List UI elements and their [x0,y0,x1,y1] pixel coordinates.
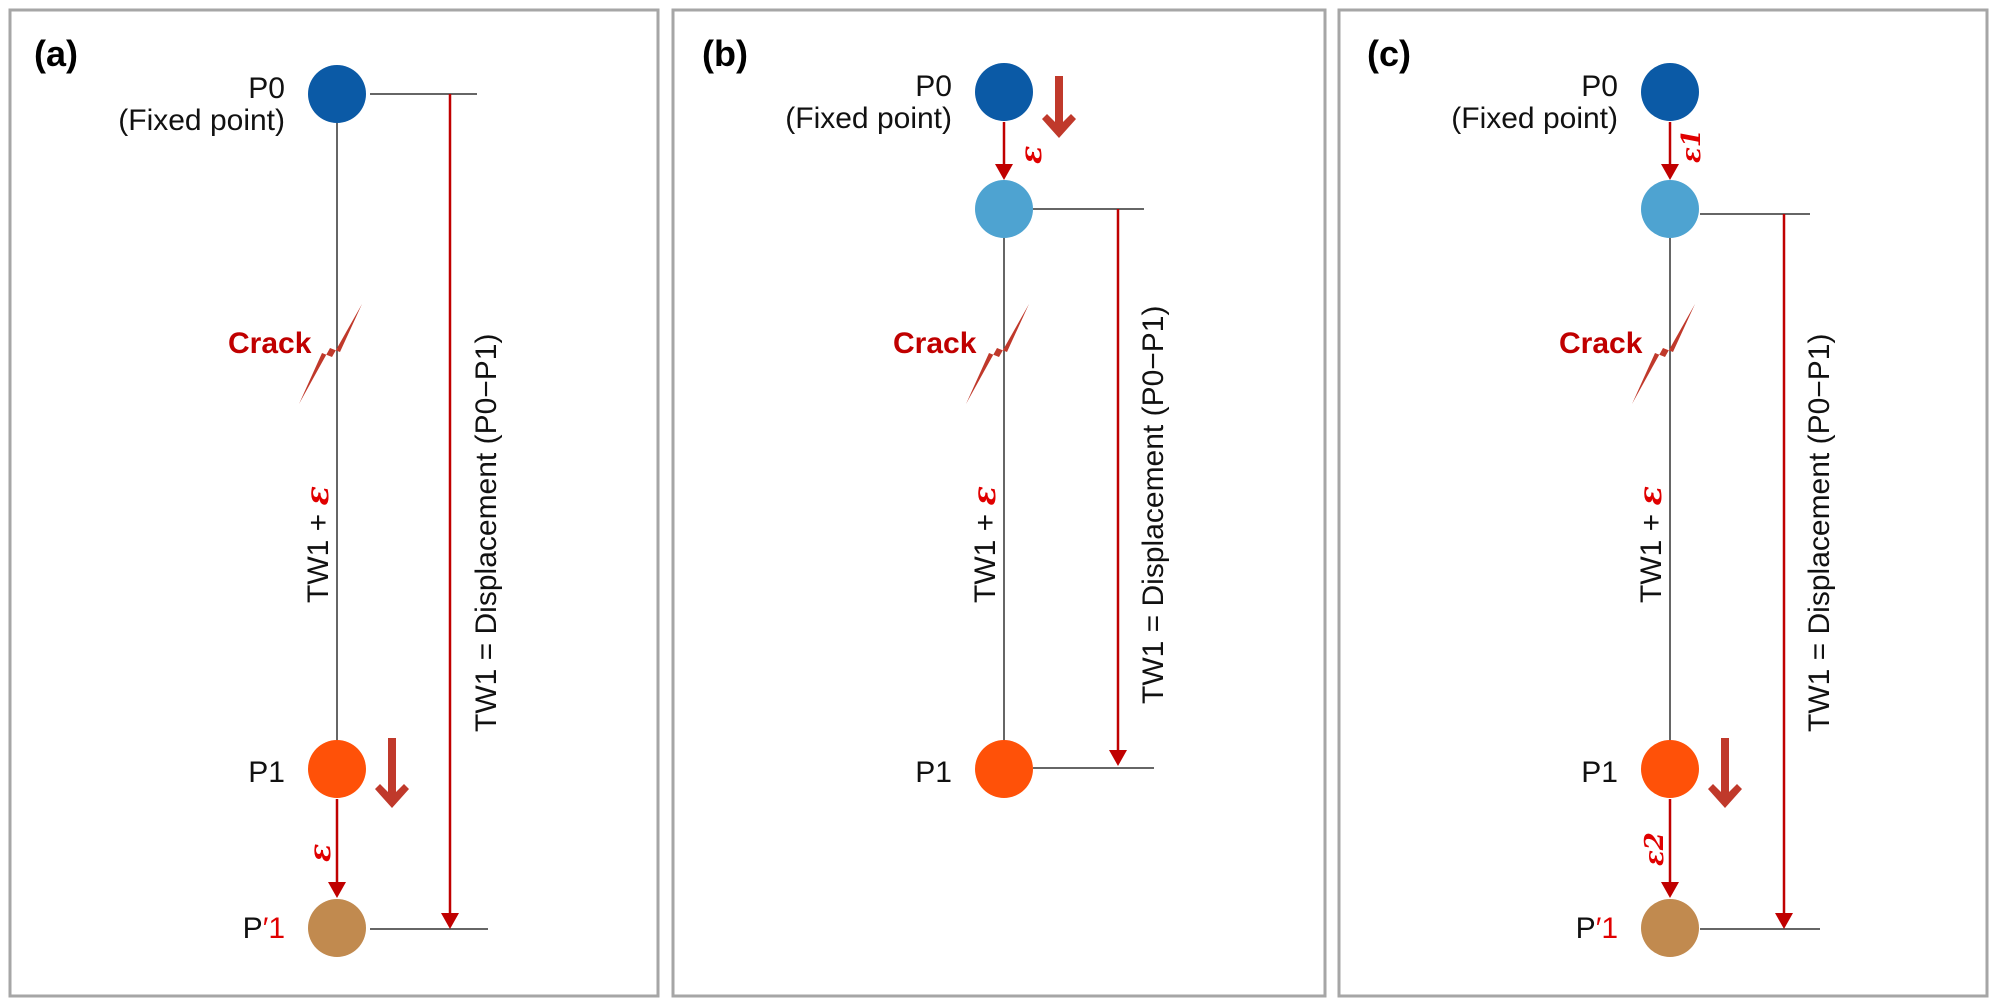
panel-b: (b) ε P0 (Fixed point) Crack TW1 + ε [671,8,1327,998]
displacement-label-group: TW1 = Displacement (P0−P1) [1803,334,1836,732]
panel-a: (a) P0 (Fixed point) Crack TW1 + ε TW1 =… [8,8,660,998]
epsilon-arrowhead [995,164,1013,180]
move-down-arrow-icon [375,738,409,808]
p0-sublabel: (Fixed point) [785,102,952,135]
p1-prime-point [1641,899,1699,957]
p1-point [308,740,366,798]
lightning-crack-icon [299,304,362,404]
p1-label: P1 [915,756,952,789]
p1-label: P1 [248,756,285,789]
tw-label-group: TW1 + ε [965,486,1003,603]
p1-prime-label: P′1 [1576,912,1618,945]
panel-frame [8,8,660,998]
p0-moved-point [975,180,1033,238]
p1-label: P1 [1581,756,1618,789]
panel-tag: (a) [34,33,78,74]
displacement-label: TW1 = Displacement (P0−P1) [1137,306,1170,704]
p0-sublabel: (Fixed point) [1451,102,1618,135]
move-down-arrow-icon [1708,738,1742,808]
p0-label: P0 [248,72,285,105]
epsilon-1-label-group: ε1 [1677,129,1707,163]
epsilon-1-arrowhead [1661,164,1679,180]
p1-prime-label: P′1 [243,912,285,945]
displacement-arrowhead [1775,913,1793,929]
tw-label-group: TW1 + ε [1631,486,1669,603]
epsilon-label: ε [303,844,338,862]
displacement-label-group: TW1 = Displacement (P0−P1) [470,334,503,732]
tw-label: TW1 + ε [965,486,1003,603]
displacement-arrowhead [1109,750,1127,766]
crack-label: Crack [228,327,312,360]
crack-label: Crack [1559,327,1643,360]
lightning-crack-icon [1632,304,1695,404]
displacement-label-group: TW1 = Displacement (P0−P1) [1137,306,1170,704]
p0-point [308,65,366,123]
epsilon-label: ε [1014,146,1049,164]
epsilon-2-label: ε2 [1640,832,1670,866]
panel-tag: (b) [702,33,748,74]
tw-label: TW1 + ε [1631,486,1669,603]
epsilon-1-label: ε1 [1677,129,1707,163]
tw-label-group: TW1 + ε [298,486,336,603]
p0-sublabel: (Fixed point) [118,104,285,137]
move-down-arrow-icon [1042,76,1076,138]
epsilon-label-group: ε [1014,146,1049,164]
displacement-label: TW1 = Displacement (P0−P1) [1803,334,1836,732]
tw-label: TW1 + ε [298,486,336,603]
panel-frame [671,8,1327,998]
panel-tag: (c) [1367,33,1411,74]
panel-c: (c) ε1 P0 (Fixed point) Crack TW1 + ε TW… [1337,8,1989,998]
crack-label: Crack [893,327,977,360]
epsilon-2-arrowhead [1661,882,1679,898]
epsilon-label-group: ε [303,844,338,862]
p0-label: P0 [1581,70,1618,103]
p0-point [1641,63,1699,121]
displacement-label: TW1 = Displacement (P0−P1) [470,334,503,732]
displacement-arrowhead [441,913,459,929]
lightning-crack-icon [966,304,1029,404]
epsilon-2-label-group: ε2 [1640,832,1670,866]
p1-point [1641,740,1699,798]
p1-prime-point [308,899,366,957]
p0-label: P0 [915,70,952,103]
p1-point [975,740,1033,798]
p0-moved-point [1641,180,1699,238]
epsilon-arrowhead [328,882,346,898]
panel-frame [1337,8,1989,998]
p0-point [975,63,1033,121]
